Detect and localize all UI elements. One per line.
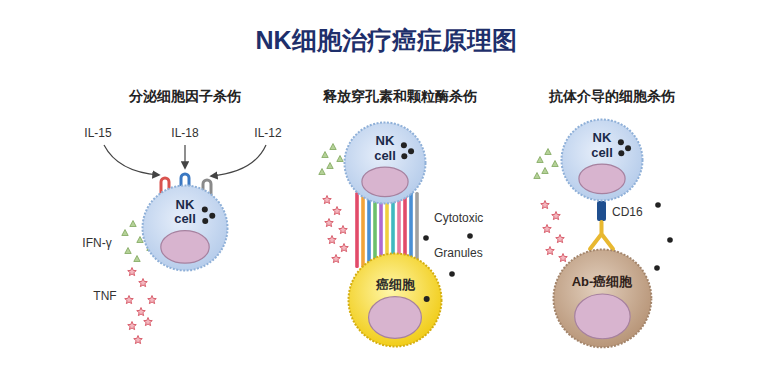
cell-nucleus [579,164,625,194]
cd16-receptor [597,201,606,221]
cell-circle: NK cell [560,118,644,202]
granule-dots [449,271,455,277]
cytokine-stars [137,308,146,316]
cell-circle: Ab-癌细胞 [552,248,653,349]
cytokine-stars [332,255,341,263]
synapse-bars [361,192,365,268]
synapse-bars [367,192,371,268]
cytokine-stars [125,296,134,304]
cell-nucleus [574,294,629,339]
cell-nucleus [362,167,408,197]
cytokine-stars [148,296,157,304]
diagram-title: NK细胞治疗癌症原理图 [255,25,516,55]
cell-name: Ab-癌细胞 [572,275,633,289]
granule-dots [423,235,429,241]
cytokine-label: IFN-γ [82,236,111,250]
antibody-symbol [590,222,613,249]
cell-circle: NK cell [343,121,427,205]
cell-outline [347,252,443,348]
cell-name: NK cell [174,198,196,227]
cytokine-arrows [211,145,266,176]
cell-name: NK cell [591,131,613,160]
cytokine-label: TNF [93,289,116,303]
cell-membrane [349,254,442,347]
cytokine-triangles [130,221,136,227]
cytokine-stars [556,235,565,243]
cytokine-triangles [534,173,540,179]
cytokine-stars [339,226,348,234]
granule-dots [467,233,473,239]
granule-dot [424,296,430,302]
cytokine-triangles [125,248,131,254]
receptor-label: CD16 [612,205,643,219]
cell-membrane [143,186,228,271]
cell-nucleus [369,297,422,339]
cytokine-stars [333,207,342,215]
granule-dot [408,148,414,154]
cell-nucleus [161,231,209,264]
granule-dot [209,213,215,219]
cytokine-stars [139,279,148,287]
granule-dots [667,237,673,243]
cell-circle: 癌细胞 [347,252,443,348]
cytokine-arrows [184,145,185,168]
cytokine-triangles [552,161,558,167]
cytokine-label: IL-18 [171,126,198,140]
cytokine-triangles [319,169,325,175]
synapse-bars [415,192,419,268]
cytokine-stars [323,196,332,204]
granule-dot [401,153,407,159]
granule-dot [401,142,407,148]
cytokine-stars [541,201,550,209]
granule-dots [654,265,660,271]
synapse-bars [355,192,359,268]
cytokine-triangles [542,168,548,174]
cytokine-arrows [104,145,159,175]
cell-membrane [562,120,643,201]
cytokine-arrows [104,145,266,176]
panel-heading: 分泌细胞因子杀伤 [129,88,241,105]
cytokine-stars [328,236,337,244]
cytokine-triangles [330,144,336,150]
granule-dot [625,145,631,151]
cytokine-triangles [537,157,543,163]
antibody-symbol [590,222,613,249]
cytokine-stars [340,244,349,252]
granule-dots [655,202,661,208]
cell-name: 癌细胞 [376,278,415,292]
cytokine-triangles [545,149,551,155]
panel-heading: 抗体介导的细胞杀伤 [549,88,675,105]
granule-dot [618,150,624,156]
cytokine-label: IL-15 [84,126,111,140]
cytokine-label: IL-12 [254,126,281,140]
cd16-receptor [597,201,606,221]
cytokine-stars [546,247,555,255]
panel-heading: 释放穿孔素和颗粒酶杀伤 [323,88,477,105]
cytokine-stars [128,268,137,276]
granule-label: Granules [434,246,483,260]
cell-membrane [553,249,651,347]
cytokine-stars [325,219,334,227]
granule-label: Cytotoxic [434,211,483,225]
cytokine-stars [543,225,552,233]
cytokine-triangles [122,230,128,236]
cytokine-triangles [134,256,140,262]
granule-dot [202,207,208,213]
cytokine-stars [144,318,153,326]
cell-name: NK cell [374,134,396,163]
cytokine-triangles [337,156,343,162]
cytokine-stars [552,212,561,220]
cell-membrane [345,123,426,204]
cytokine-stars [128,322,137,330]
cytokine-triangles [327,163,333,169]
granule-dot [202,218,208,224]
cytokine-stars [134,336,143,344]
cytokine-stars [559,254,568,262]
cell-outline [552,248,653,349]
cytokine-triangles [137,237,143,243]
granule-dot [618,139,624,145]
cytokine-triangles [322,152,328,158]
cell-circle: NK cell [141,184,229,272]
